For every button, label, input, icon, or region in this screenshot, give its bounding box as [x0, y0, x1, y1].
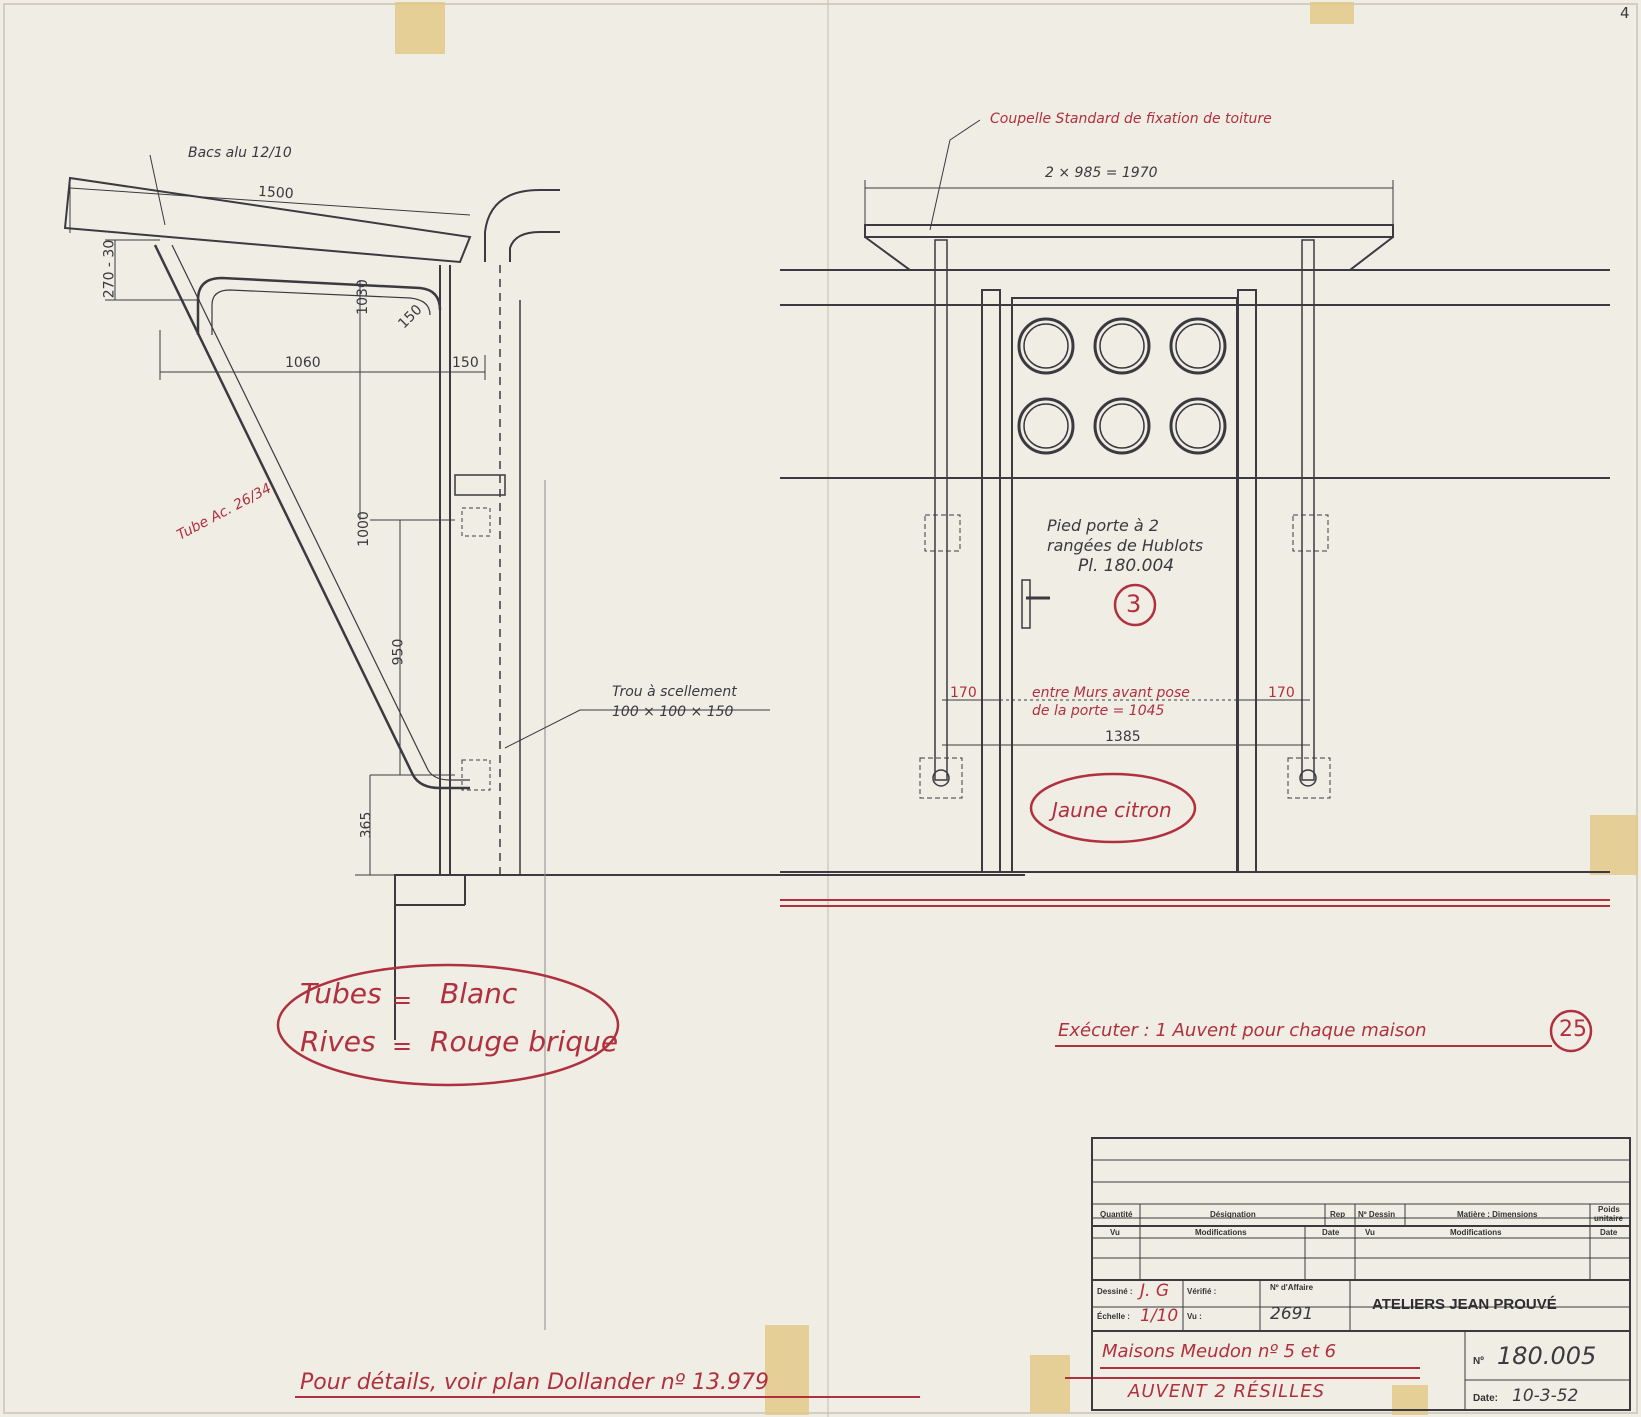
dim-170-right: 170 — [1268, 685, 1295, 701]
tb-dessine-label: Dessiné : — [1097, 1287, 1133, 1296]
coupelle-note: Coupelle Standard de fixation de toiture — [990, 111, 1272, 127]
details-reference: Pour détails, voir plan Dollander nº 13.… — [300, 1370, 769, 1395]
execute-count: 25 — [1559, 1017, 1587, 1042]
sealing-hole-note-line2: 100 × 100 × 150 — [612, 704, 734, 720]
section-dimensions — [69, 187, 486, 876]
portholes — [1017, 317, 1227, 455]
tb-modifications-right: Modifications — [1450, 1228, 1502, 1237]
tb-date-right: Date — [1600, 1228, 1618, 1237]
legend-rives-label: Rives — [300, 1025, 376, 1058]
sealing-hole-leader — [504, 709, 770, 749]
roof-leader — [149, 154, 166, 226]
legend-tubes-color: Blanc — [440, 977, 518, 1010]
dim-1000: 1000 — [355, 511, 372, 547]
tb-rep: Rep — [1330, 1210, 1346, 1219]
roof-note: Bacs alu 12/10 — [188, 145, 292, 161]
door-note-line1: Pied porte à 2 — [1047, 516, 1159, 535]
tb-vu: Vu — [1110, 1228, 1120, 1237]
tb-date-left: Date — [1322, 1228, 1340, 1237]
tb-number: 180.005 — [1497, 1342, 1597, 1370]
sealing-hole-note-line1: Trou à scellement — [612, 684, 737, 700]
door-note-line2: rangées de Hublots — [1047, 536, 1204, 555]
tb-poids: Poids — [1598, 1205, 1620, 1214]
title-block-grid — [1091, 1137, 1631, 1411]
red-pencil-marks — [276, 583, 1610, 1398]
execute-note: Exécuter : 1 Auvent pour chaque maison — [1058, 1020, 1427, 1041]
tb-unitaire: unitaire — [1594, 1214, 1623, 1223]
tb-verifie-label: Vérifié : — [1187, 1287, 1217, 1296]
tb-subject: AUVENT 2 RÉSILLES — [1128, 1381, 1325, 1402]
dim-170-left: 170 — [950, 685, 977, 701]
legend-rives-color: Rouge brique — [430, 1025, 619, 1058]
legend-tubes-label: Tubes — [300, 977, 382, 1010]
sheet-edge — [3, 3, 1638, 1414]
legend-rives-equals: = — [392, 1032, 413, 1060]
dim-150-horizontal: 150 — [452, 355, 479, 371]
dim-270-30: 270 - 30 — [101, 239, 118, 299]
tb-no-dessin: Nº Dessin — [1358, 1210, 1396, 1219]
elevation-view — [780, 180, 1610, 873]
door-note-line3: Pl. 180.004 — [1078, 556, 1175, 576]
dim-1385: 1385 — [1105, 729, 1141, 745]
tb-date-label: Date: — [1473, 1393, 1499, 1404]
tape-pieces — [395, 2, 1638, 1415]
jaune-citron-note: Jaune citron — [1052, 798, 1172, 822]
tb-quantite: Quantité — [1100, 1210, 1133, 1219]
tb-echelle-label: Échelle : — [1097, 1312, 1130, 1321]
tb-affaire-label: Nº d'Affaire — [1270, 1283, 1314, 1292]
tb-vu-label: Vu : — [1187, 1312, 1202, 1321]
tb-matiere: Matière : Dimensions — [1457, 1210, 1538, 1219]
tb-modifications-left: Modifications — [1195, 1228, 1247, 1237]
tb-date-value: 10-3-52 — [1512, 1386, 1579, 1406]
dim-1500: 1500 — [257, 183, 295, 203]
between-walls-line2: de la porte = 1045 — [1032, 703, 1165, 719]
tb-project: Maisons Meudon nº 5 et 6 — [1102, 1341, 1337, 1362]
dim-1030: 1030 — [354, 279, 371, 315]
tb-dessine-value: J. G — [1140, 1281, 1169, 1301]
dim-365: 365 — [358, 811, 375, 839]
door-mark-number: 3 — [1126, 590, 1142, 618]
dim-1060: 1060 — [285, 355, 321, 371]
tb-no-label: Nº — [1473, 1356, 1484, 1367]
dim-2x985: 2 × 985 = 1970 — [1045, 165, 1158, 181]
tb-vu-right: Vu — [1365, 1228, 1375, 1237]
tb-echelle-value: 1/10 — [1140, 1306, 1179, 1326]
tb-designation: Désignation — [1210, 1210, 1256, 1219]
tb-company: ATELIERS JEAN PROUVÉ — [1372, 1296, 1557, 1313]
elevation-dimensions — [929, 119, 1310, 746]
section-view — [63, 176, 1025, 1330]
tb-affaire-value: 2691 — [1270, 1304, 1314, 1324]
dim-950: 950 — [390, 638, 407, 666]
legend-tubes-equals: = — [392, 986, 413, 1014]
between-walls-line1: entre Murs avant pose — [1032, 685, 1190, 701]
sheet-number: 4 — [1620, 4, 1630, 22]
